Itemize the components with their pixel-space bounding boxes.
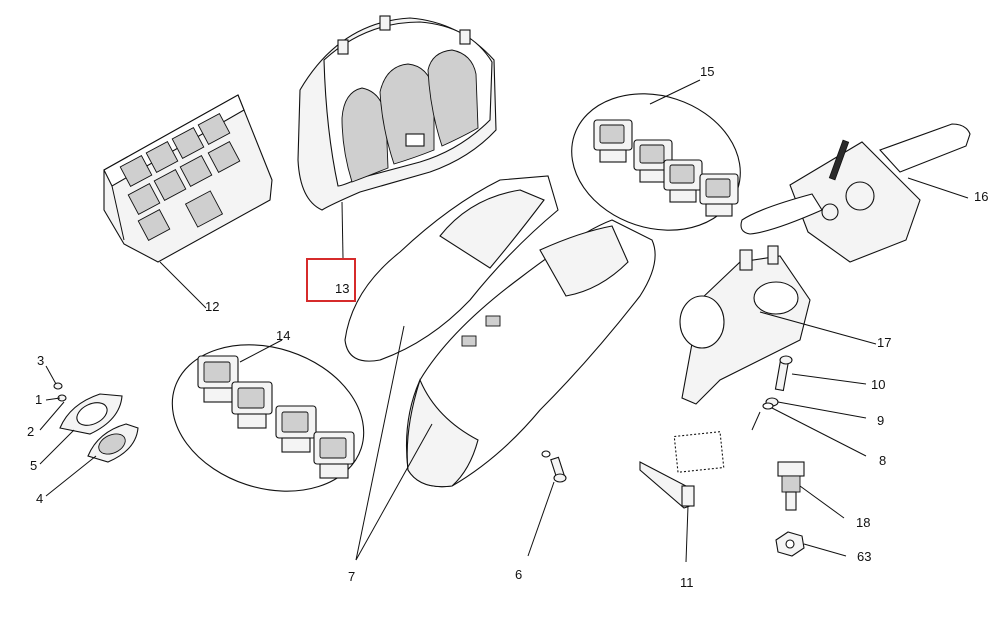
callout-6[interactable]: 6 [515,567,523,582]
leader-lines [39,79,969,563]
callout-11[interactable]: 11 [680,575,694,590]
nut-part [775,531,805,557]
callout-9[interactable]: 9 [877,413,885,428]
pressure-switch-part [777,461,805,511]
callout-4[interactable]: 4 [36,491,44,506]
bezel-plate-part [53,382,139,463]
callout-16[interactable]: 16 [974,189,989,204]
ignition-switch-part [679,245,811,405]
callout-10[interactable]: 10 [871,377,886,392]
steering-column-shroud-part [344,175,656,488]
stalk-switch-part [740,123,971,263]
callout-14[interactable]: 14 [276,328,291,343]
switch-bank-lower-part [171,344,365,492]
screw-part [774,355,793,392]
switch-bank-upper-part [571,93,741,231]
callout-8[interactable]: 8 [879,453,887,468]
washer-part [762,397,779,410]
instrument-cluster-part [297,15,497,211]
callout-17[interactable]: 17 [877,335,892,350]
callout-5[interactable]: 5 [30,458,38,473]
relay-box-part [103,94,273,263]
callout-63[interactable]: 63 [857,549,872,564]
selected-part-highlight [306,258,356,302]
bolt-part [541,450,567,483]
bracket-part [639,431,725,509]
callout-2[interactable]: 2 [27,424,35,439]
callout-15[interactable]: 15 [700,64,715,79]
callout-7[interactable]: 7 [348,569,356,584]
callout-12[interactable]: 12 [205,299,220,314]
callout-3[interactable]: 3 [37,353,45,368]
callout-1[interactable]: 1 [35,392,43,407]
callout-18[interactable]: 18 [856,515,871,530]
callout-13[interactable]: 13 [335,281,350,296]
